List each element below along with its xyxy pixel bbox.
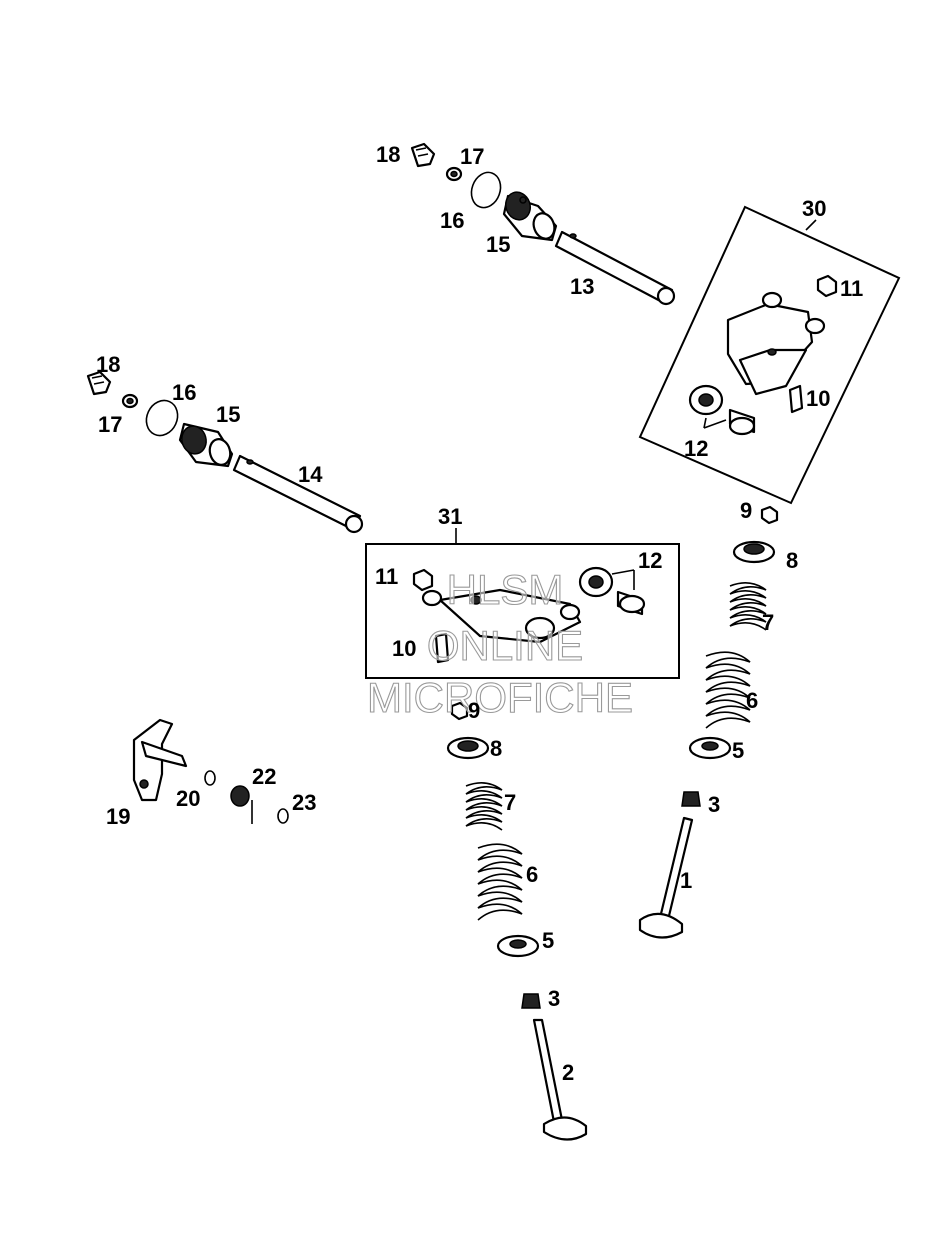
rocker-arm-30[interactable] [726,291,826,396]
callout-9-center[interactable]: 9 [468,698,480,723]
callout-15-lower[interactable]: 15 [216,402,240,427]
part-18-bolt-lower[interactable] [86,370,112,396]
callout-31[interactable]: 31 [438,504,462,529]
part-7-inner-spring-center[interactable] [465,782,503,831]
callout-6-right[interactable]: 6 [746,688,758,713]
callout-1[interactable]: 1 [680,868,692,893]
part-19-lever[interactable] [132,718,188,802]
callout-12-upper[interactable]: 12 [684,436,708,461]
part-15-bushing-lower[interactable] [178,422,234,468]
part-3-seal-right[interactable] [681,791,701,807]
part-9-nut-center[interactable] [450,701,469,721]
callout-13[interactable]: 13 [570,274,594,299]
assembly-31-frame [365,528,680,679]
leader-12-upper [703,417,727,429]
part-11-nut-lower[interactable] [412,568,434,592]
part-1-valve[interactable] [638,816,694,939]
part-22-spring[interactable] [230,785,253,824]
callout-8-center[interactable]: 8 [490,736,502,761]
part-15-bushing-upper[interactable] [502,189,558,242]
part-18-bolt-upper[interactable] [410,142,436,168]
part-6-outer-spring-center[interactable] [477,843,523,921]
callout-16-lower[interactable]: 16 [172,380,196,405]
part-8-retainer-right[interactable] [732,540,776,564]
callout-7-center[interactable]: 7 [504,790,516,815]
callout-23[interactable]: 23 [292,790,316,815]
part-12-bushing-lower-b[interactable] [616,590,646,616]
watermark-line-2: ONLINE [427,622,583,669]
callout-2[interactable]: 2 [562,1060,574,1085]
part-11-nut-upper[interactable] [816,274,838,298]
part-10-adjuster-lower[interactable] [434,632,450,664]
part-17-washer-upper[interactable] [445,166,463,182]
part-20-ring[interactable] [204,770,216,786]
part-5-seat-right[interactable] [688,736,732,760]
callout-6-center[interactable]: 6 [526,862,538,887]
part-17-washer-lower[interactable] [121,393,139,409]
callout-22[interactable]: 22 [252,764,276,789]
callout-17-upper[interactable]: 17 [460,144,484,169]
part-14-rocker-shaft-lower[interactable] [232,454,364,534]
part-10-adjuster-upper[interactable] [788,384,804,414]
callout-3-center[interactable]: 3 [548,986,560,1011]
part-16-oring-lower[interactable] [141,395,183,440]
part-12-bushing-lower-a[interactable] [578,566,614,598]
callout-5-center[interactable]: 5 [542,928,554,953]
part-9-nut-right[interactable] [760,505,779,525]
callout-11-upper[interactable]: 11 [840,276,863,301]
callout-9-right[interactable]: 9 [740,498,752,523]
callout-18-lower[interactable]: 18 [96,352,120,377]
part-16-oring-upper[interactable] [467,168,506,211]
part-8-retainer-center[interactable] [446,736,490,760]
part-5-seat-center[interactable] [496,934,540,958]
watermark-line-1: HLSM [447,566,564,613]
part-7-inner-spring-right[interactable] [729,582,767,631]
callout-7-right[interactable]: 7 [762,610,774,635]
part-23-clip[interactable] [277,808,289,824]
callout-3-right[interactable]: 3 [708,792,720,817]
callouts: 18 17 16 15 13 30 11 10 12 18 16 15 17 1… [96,142,863,1085]
rocker-arm-31[interactable] [421,588,582,644]
callout-10-upper[interactable]: 10 [806,386,830,411]
callout-17-lower[interactable]: 17 [98,412,122,437]
callout-16-upper[interactable]: 16 [440,208,464,233]
callout-19[interactable]: 19 [106,804,130,829]
watermark: HLSM ONLINE MICROFICHE [366,565,633,721]
watermark-line-3: MICROFICHE [367,674,633,721]
callout-11-lower[interactable]: 11 [375,564,398,589]
callout-15-upper[interactable]: 15 [486,232,510,257]
callout-30[interactable]: 30 [802,196,826,221]
callout-5-right[interactable]: 5 [732,738,744,763]
assembly-30-frame [638,205,901,505]
callout-18-upper[interactable]: 18 [376,142,400,167]
callout-20[interactable]: 20 [176,786,200,811]
callout-14[interactable]: 14 [298,462,323,487]
part-13-rocker-shaft-upper[interactable] [554,230,676,306]
callout-12-lower[interactable]: 12 [638,548,662,573]
leader-12-lower [611,569,635,590]
part-12-bushing-upper-a[interactable] [688,384,724,416]
part-6-outer-spring-right[interactable] [705,651,751,729]
part-2-valve[interactable] [532,1018,588,1141]
part-3-seal-center[interactable] [521,993,541,1009]
callout-10-lower[interactable]: 10 [392,636,416,661]
part-12-bushing-upper-b[interactable] [728,408,756,436]
callout-8-right[interactable]: 8 [786,548,798,573]
